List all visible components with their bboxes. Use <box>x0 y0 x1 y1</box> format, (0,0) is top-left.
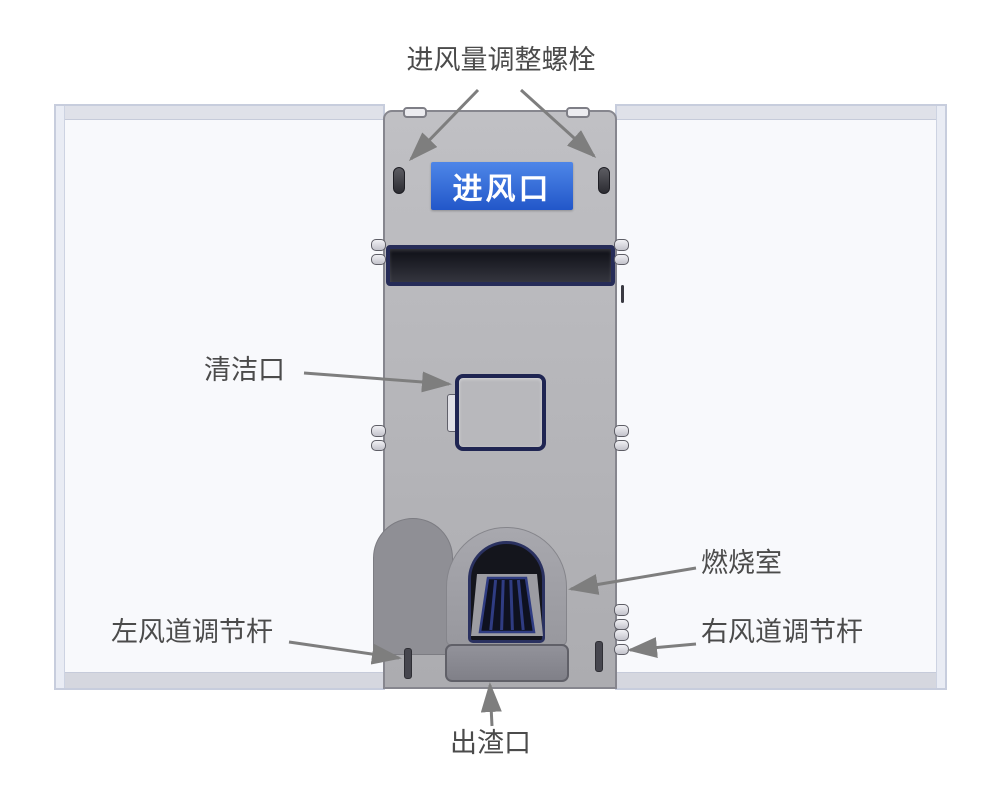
hinge-right-top <box>614 239 629 265</box>
hinge-knuckle <box>614 604 629 616</box>
label-cleaning-port: 清洁口 <box>204 355 285 385</box>
cleaning-door <box>455 374 546 451</box>
left-panel-outer-edge <box>56 106 65 688</box>
left-duct-lever <box>404 648 412 679</box>
hinge-knuckle <box>371 253 386 265</box>
hinge-right-lower-a <box>614 604 629 630</box>
left-door-panel <box>54 104 385 690</box>
hinge-knuckle <box>371 425 386 437</box>
grate-bar <box>500 579 505 631</box>
hinge-knuckle <box>371 439 386 451</box>
label-combustion-chamber: 燃烧室 <box>701 548 782 578</box>
hinge-right-middle <box>614 425 629 451</box>
arrow-to-slag-outlet <box>480 682 502 727</box>
air-inlet-label-text: 进风口 <box>452 173 552 206</box>
grate-frame <box>478 576 536 634</box>
label-right-duct-lever: 右风道调节杆 <box>701 617 863 647</box>
grate-bar <box>516 579 525 631</box>
hinge-knuckle <box>614 643 629 655</box>
right-panel-outer-edge <box>936 106 945 688</box>
hinge-knuckle <box>371 239 386 251</box>
hinge-knuckle <box>614 425 629 437</box>
air-inlet-slot <box>386 245 615 286</box>
grate-bar <box>489 579 498 631</box>
hinge-knuckle <box>614 629 629 641</box>
left-panel-top-rail <box>56 106 383 120</box>
air-inlet-label: 进风口 <box>431 162 573 210</box>
grate-graphic <box>471 574 543 636</box>
top-tab-right <box>566 107 590 118</box>
left-panel-bottom-rail <box>56 672 383 688</box>
right-panel-top-rail <box>617 106 945 120</box>
left-duct-arch <box>373 518 453 655</box>
right-panel-bottom-rail <box>617 672 945 688</box>
label-intake-adjust-bolts: 进风量调整螺栓 <box>406 45 596 75</box>
hinge-knuckle <box>614 439 629 451</box>
grate-bar <box>509 579 514 631</box>
right-door-panel <box>615 104 947 690</box>
top-tab-left <box>403 107 427 118</box>
hinge-right-lower-b <box>614 629 629 655</box>
label-slag-outlet: 出渣口 <box>450 728 531 758</box>
hinge-knuckle <box>614 253 629 265</box>
intake-adjust-bolt-left <box>393 167 405 194</box>
label-left-duct-lever: 左风道调节杆 <box>111 617 273 647</box>
intake-adjust-bolt-right <box>598 167 610 194</box>
hinge-left-top <box>371 239 386 265</box>
hinge-knuckle <box>614 239 629 251</box>
right-duct-lever <box>595 641 603 672</box>
hinge-left-middle <box>371 425 386 451</box>
slag-outlet-tray <box>445 644 569 682</box>
edge-pin <box>621 285 624 303</box>
